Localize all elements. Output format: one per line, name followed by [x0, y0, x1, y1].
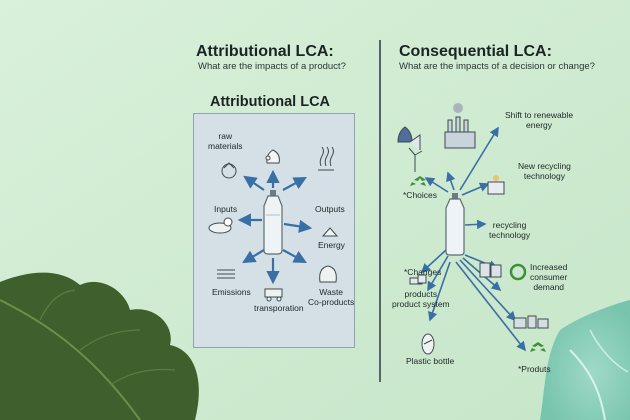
wind-turbine-icon — [408, 147, 423, 172]
leaf-decoration — [0, 272, 199, 420]
emissions-icon — [217, 269, 235, 279]
label-raw-materials: raw materials — [208, 131, 243, 151]
attributional-subtitle: What are the impacts of a product? — [198, 61, 346, 72]
transportation-icon — [264, 288, 283, 302]
products-icon — [409, 274, 427, 285]
label-energy: Energy — [318, 240, 345, 250]
attributional-panel-title: Attributional LCA — [210, 94, 331, 110]
label-waste: Waste Co-products — [308, 287, 355, 307]
label-products: products product system — [392, 289, 450, 309]
produts-recycle-icon — [530, 342, 546, 352]
plastic-bottle-icon — [421, 333, 435, 355]
consequential-subtitle: What are the impacts of a decision or ch… — [399, 61, 595, 72]
consequential-bottle-icon — [445, 193, 465, 256]
label-transportation: transporation — [254, 303, 304, 313]
recycling-bins-icon — [479, 262, 502, 278]
resource-icon — [265, 149, 280, 164]
inputs-icon — [208, 217, 233, 234]
attributional-title: Attributional LCA: — [196, 43, 334, 60]
raw-materials-icon — [221, 162, 237, 179]
plastic-bag-decoration — [540, 300, 630, 420]
factory-icon — [444, 103, 476, 149]
attributional-arrows — [237, 169, 313, 285]
bottle-icon — [263, 190, 283, 255]
waste-icon — [319, 265, 337, 283]
label-choices: *Choices — [403, 190, 438, 200]
label-increased-demand: Increased consumer demand — [530, 262, 568, 292]
label-new-recycling: New recycling technology — [518, 161, 571, 181]
production-line-icon — [513, 315, 549, 329]
demand-recycle-icon — [509, 263, 527, 281]
recycling-machine-icon — [487, 175, 505, 195]
label-plastic-bottle: Plastic bottle — [406, 356, 455, 366]
outputs-heat-icon — [318, 146, 334, 171]
energy-icon — [321, 227, 339, 237]
recycle-icon — [410, 176, 426, 186]
label-renewable: Shift to renewable energy — [505, 110, 574, 130]
label-changes: *Changes — [404, 267, 442, 277]
divider — [379, 40, 381, 382]
label-emissions: Emissions — [212, 287, 251, 297]
label-inputs: Inputs — [214, 204, 238, 214]
label-recycling-tech: recycling technology — [489, 220, 531, 240]
consequential-title: Consequential LCA: — [399, 43, 552, 60]
label-produts: *Produts — [518, 364, 551, 374]
label-outputs: Outputs — [315, 204, 345, 214]
oil-refinery-icon — [397, 126, 421, 150]
